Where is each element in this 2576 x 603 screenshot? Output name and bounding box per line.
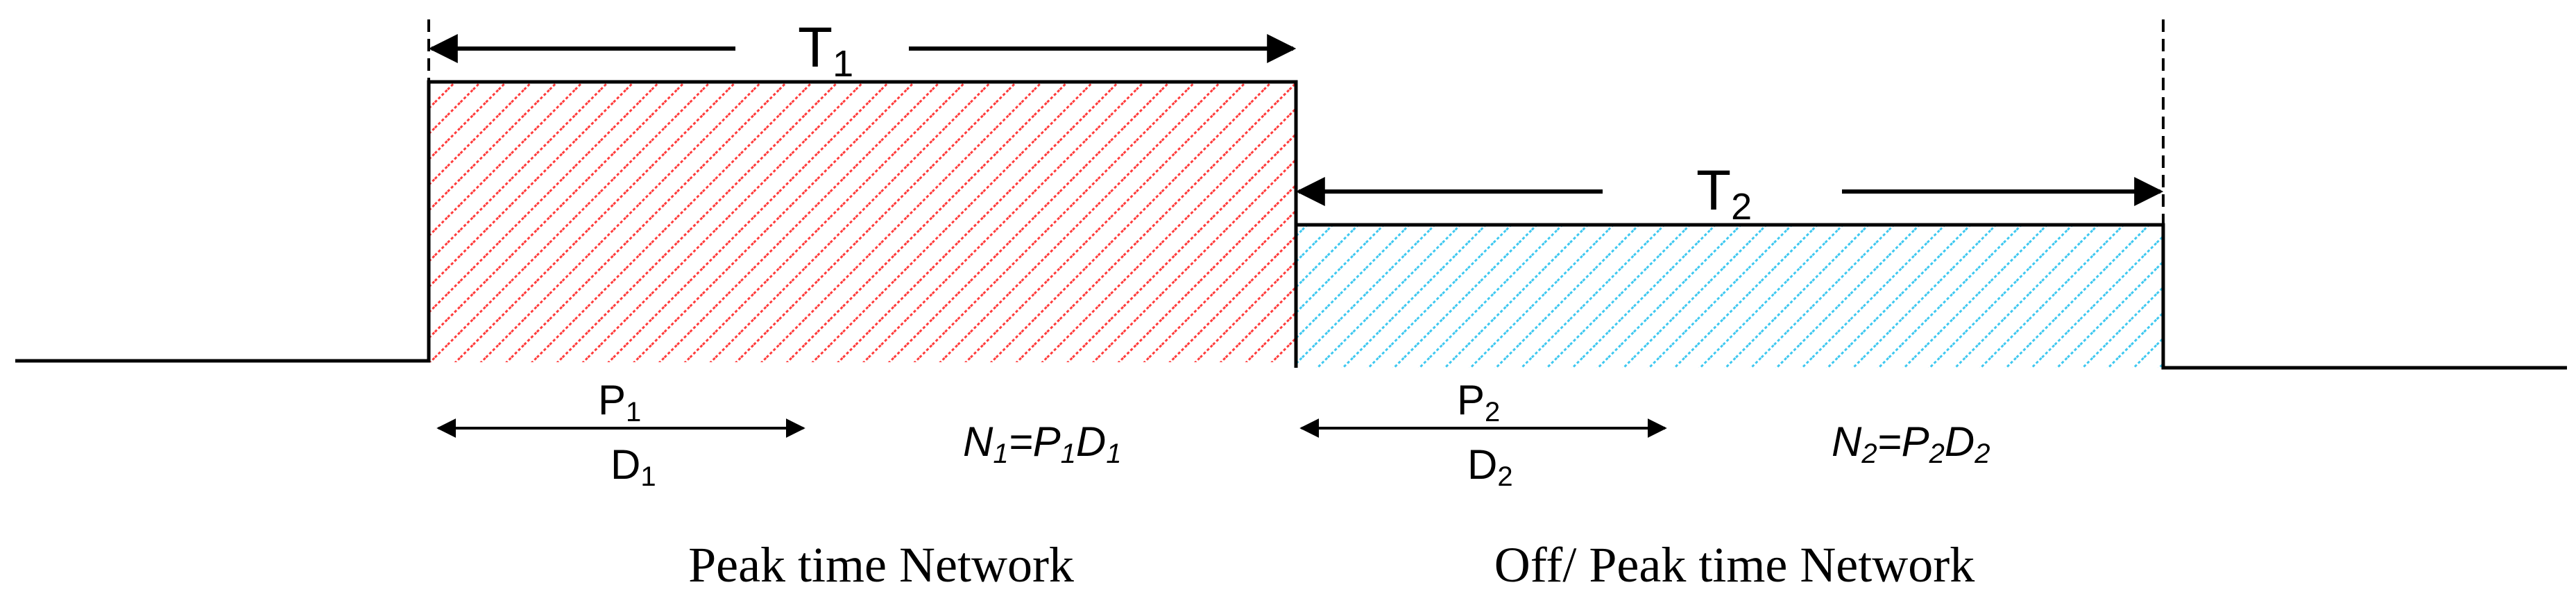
t1-label: T1: [798, 16, 853, 85]
load-profile-line: [15, 80, 2567, 370]
d2-label: D2: [1467, 441, 1513, 492]
peak-period-block: [429, 82, 1296, 362]
n2-formula: N2=P2D2: [1832, 418, 1990, 469]
n1-formula: N1=P1D1: [963, 418, 1122, 469]
offpeak-period-block: [1296, 225, 2163, 368]
p1-label: P1: [598, 377, 641, 427]
t2-label: T2: [1696, 159, 1752, 228]
p2-label: P2: [1457, 377, 1500, 427]
d1-label: D1: [611, 441, 656, 492]
peak-caption: Peak time Network: [688, 537, 1074, 593]
offpeak-caption: Off/ Peak time Network: [1494, 537, 1975, 593]
